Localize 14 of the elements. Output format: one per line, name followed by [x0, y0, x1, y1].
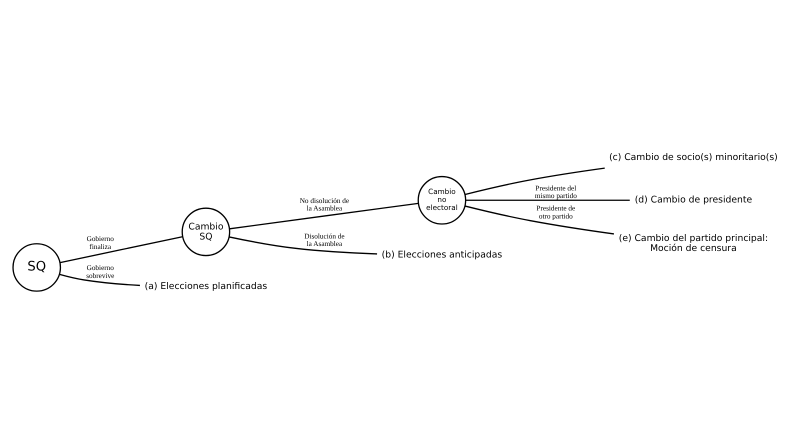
connector [466, 199, 630, 200]
connector [60, 236, 183, 263]
node-text: (a) Elecciones planificadas [144, 280, 268, 292]
node-circle: Cambio SQ [182, 207, 230, 256]
connector [229, 202, 419, 229]
connector [464, 166, 605, 195]
node-text: (c) Cambio de socio(s) minoritario(s) [609, 151, 778, 162]
node-text: (d) Cambio de presidente [634, 194, 752, 206]
node-text: (b) Elecciones anticipadas [382, 248, 502, 260]
connector [464, 204, 614, 234]
node-text: (e) Cambio del partido principal: Moción de censura [618, 232, 768, 254]
connector [59, 273, 140, 286]
connector [228, 236, 378, 254]
node-circle: SQ [12, 242, 62, 292]
